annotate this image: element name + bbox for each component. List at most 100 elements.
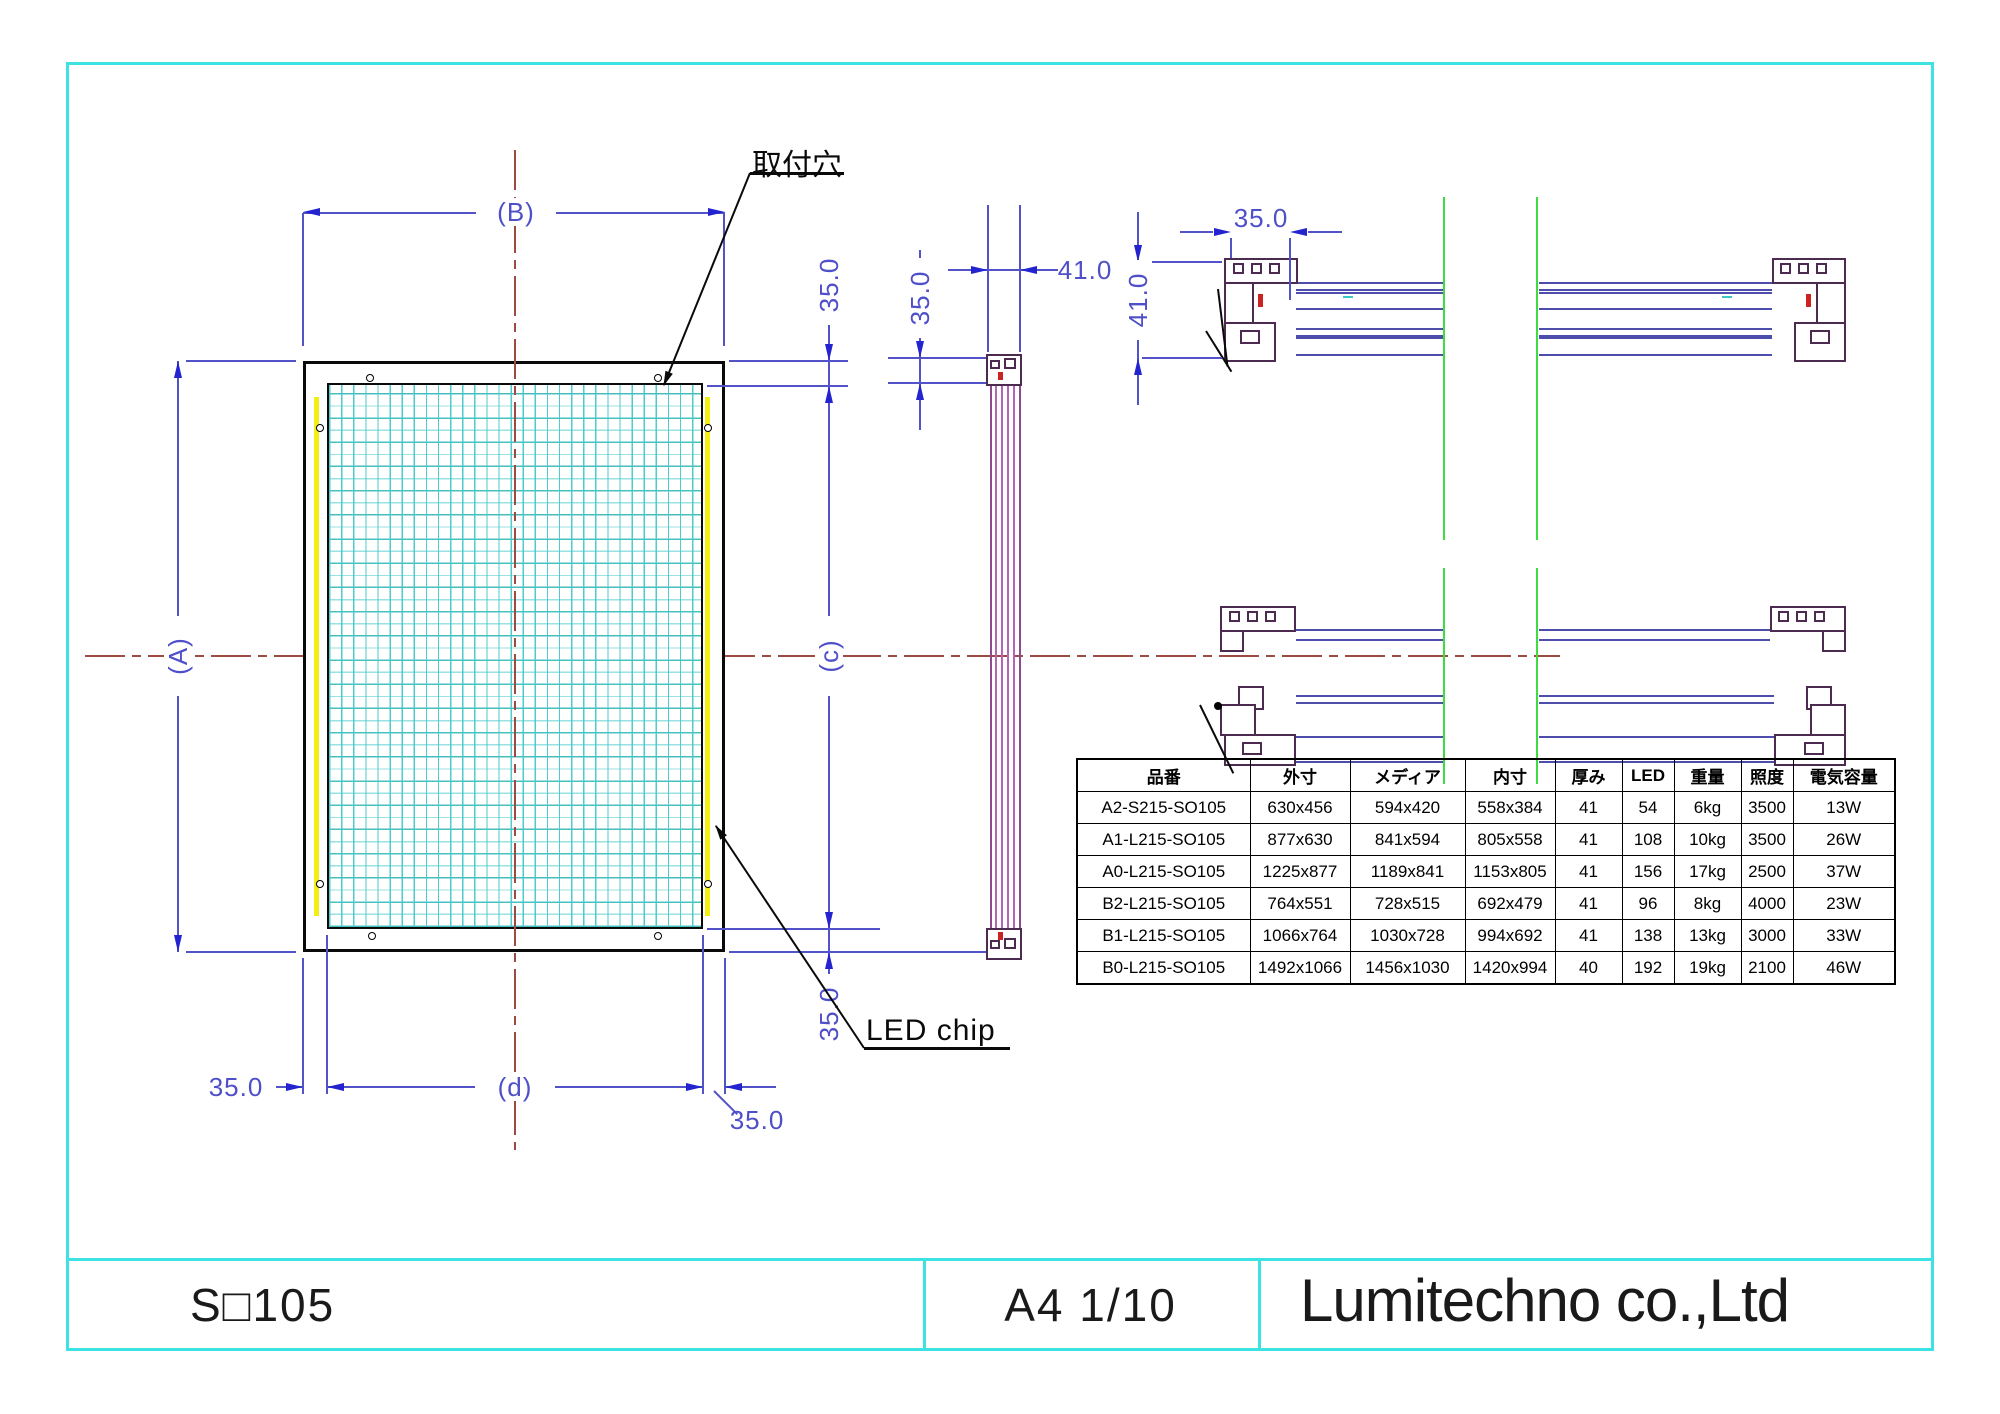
profile-detail: [1220, 630, 1244, 652]
profile-detail: [1796, 611, 1807, 622]
table-cell: 41: [1554, 855, 1623, 888]
led-strip-left: [314, 397, 319, 916]
dim-line-thickness: [948, 269, 1058, 271]
table-cell: B2-L215-SO105: [1076, 887, 1251, 920]
table-cell: 1066x764: [1249, 919, 1351, 952]
side-view-line: [990, 386, 992, 929]
break-line: [1443, 568, 1445, 784]
spec-table-header: 品番: [1076, 758, 1251, 792]
title-bar-separator-2: [1258, 1258, 1261, 1349]
section-panel-layer: [1296, 629, 1443, 641]
dim-label-inner-width: (d): [475, 1073, 555, 1101]
profile-detail: [990, 940, 1000, 949]
arrowhead: [303, 208, 320, 216]
led-mark: [1806, 294, 1811, 307]
tick-mark: [1722, 296, 1732, 298]
dim-line-cap: [919, 250, 921, 430]
table-cell: 138: [1621, 919, 1675, 952]
arrowhead: [825, 344, 833, 361]
vertical-centerline: [514, 150, 516, 1150]
spec-table-header: 厚み: [1554, 758, 1623, 792]
table-cell: 13W: [1792, 791, 1896, 824]
arrowhead: [916, 383, 924, 400]
led-strip-right: [705, 397, 710, 916]
spec-table-header: 照度: [1740, 758, 1794, 792]
profile-detail: [1794, 322, 1846, 362]
section-panel-layer: [1539, 695, 1774, 704]
mounting-hole: [316, 424, 324, 432]
section-panel-layer: [1539, 292, 1772, 310]
dim-label-outer-height: (A): [163, 616, 193, 696]
table-cell: 41: [1554, 887, 1623, 920]
tick-mark: [1343, 296, 1353, 298]
table-cell: 192: [1621, 951, 1675, 985]
side-view-line: [995, 386, 997, 929]
table-cell: B0-L215-SO105: [1076, 951, 1251, 985]
table-cell: 1492x1066: [1249, 951, 1351, 985]
arrowhead: [286, 1083, 303, 1091]
arrowhead: [825, 912, 833, 929]
extension-line: [987, 205, 989, 352]
table-cell: 40: [1554, 951, 1623, 985]
extension-line: [888, 357, 986, 359]
arrowhead: [1134, 358, 1142, 375]
side-view-line: [1001, 386, 1003, 929]
table-cell: 630x456: [1249, 791, 1351, 824]
arrowhead: [725, 1083, 742, 1091]
title-block-company: Lumitechno co.,Ltd: [1300, 1267, 1790, 1334]
title-block-model: S□105: [190, 1279, 336, 1331]
profile-detail: [990, 360, 1000, 369]
table-cell: 4000: [1740, 887, 1794, 920]
section-panel-layer: [1539, 282, 1772, 291]
mounting-hole: [368, 932, 376, 940]
table-cell: 33W: [1792, 919, 1896, 952]
extension-line: [707, 385, 848, 387]
section-panel-layer: [1539, 328, 1772, 337]
table-cell: B1-L215-SO105: [1076, 919, 1251, 952]
extension-line: [702, 935, 704, 1094]
spec-table-header: 電気容量: [1792, 758, 1896, 792]
break-line: [1536, 568, 1538, 784]
profile-detail: [1224, 282, 1254, 324]
arrowhead: [174, 935, 182, 952]
profile-detail: [1004, 358, 1016, 369]
profile-detail: [1269, 263, 1280, 274]
page-border: [66, 62, 1934, 1351]
table-cell: 1225x877: [1249, 855, 1351, 888]
extension-line: [186, 360, 296, 362]
table-cell: 8kg: [1673, 887, 1742, 920]
clip-pivot: [1214, 702, 1222, 710]
table-cell: 26W: [1792, 823, 1896, 856]
profile-detail: [1816, 263, 1827, 274]
table-cell: 692x479: [1464, 887, 1556, 920]
spec-table-header: 外寸: [1249, 758, 1351, 792]
table-cell: 108: [1621, 823, 1675, 856]
mounting-hole: [654, 932, 662, 940]
dim-label-detail-thickness: 41.0: [1123, 260, 1153, 340]
extension-line: [888, 382, 986, 384]
arrowhead: [1020, 266, 1037, 274]
profile-detail: [1804, 742, 1824, 755]
title-bar-top-line: [66, 1258, 1934, 1261]
arrowhead: [825, 386, 833, 403]
section-panel-layer: [1296, 292, 1443, 310]
profile-detail: [1810, 704, 1846, 736]
table-cell: 96: [1621, 887, 1675, 920]
profile-detail: [1229, 611, 1240, 622]
dim-label-margin-left: 35.0: [196, 1073, 276, 1101]
mounting-hole: [704, 880, 712, 888]
profile-detail: [1810, 330, 1830, 344]
dim-label-thickness: 41.0: [1057, 255, 1113, 285]
side-view-line: [1013, 386, 1015, 929]
table-cell: 3000: [1740, 919, 1794, 952]
extension-line: [729, 360, 848, 362]
section-panel-layer: [1539, 337, 1772, 356]
section-panel-layer: [1296, 282, 1443, 291]
table-cell: 877x630: [1249, 823, 1351, 856]
table-cell: 37W: [1792, 855, 1896, 888]
